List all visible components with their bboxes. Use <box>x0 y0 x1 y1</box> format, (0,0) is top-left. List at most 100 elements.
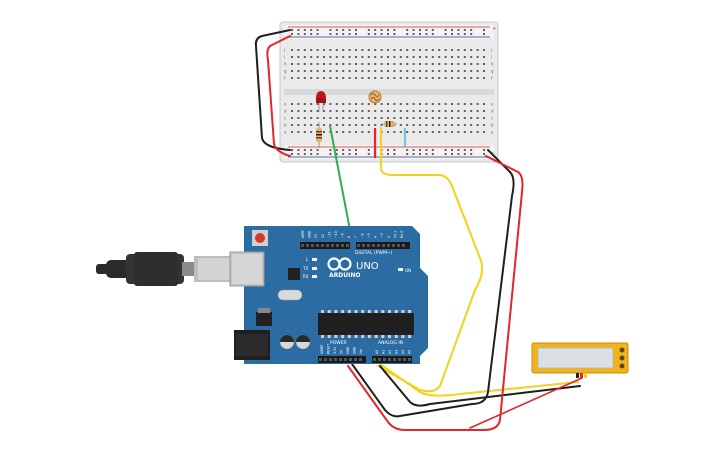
header-pin-hole[interactable] <box>373 358 376 361</box>
breadboard-hole[interactable] <box>425 110 428 112</box>
breadboard-hole[interactable] <box>483 117 485 119</box>
breadboard-hole[interactable] <box>303 49 306 51</box>
breadboard-hole[interactable] <box>393 117 396 119</box>
breadboard-hole[interactable] <box>342 49 345 51</box>
breadboard-hole[interactable] <box>457 103 460 105</box>
rail-hole[interactable] <box>310 29 313 31</box>
breadboard-hole[interactable] <box>387 56 389 58</box>
rail-hole[interactable] <box>425 149 428 151</box>
header-pin-hole[interactable] <box>372 244 375 247</box>
breadboard-hole[interactable] <box>406 63 409 65</box>
breadboard-hole[interactable] <box>399 124 402 126</box>
breadboard-hole[interactable] <box>399 63 402 65</box>
breadboard-hole[interactable] <box>387 117 389 119</box>
rail-hole[interactable] <box>444 149 447 151</box>
rail-hole[interactable] <box>374 33 377 35</box>
rail-hole[interactable] <box>348 29 351 31</box>
breadboard-hole[interactable] <box>412 56 415 58</box>
breadboard-hole[interactable] <box>374 103 377 105</box>
rail-hole[interactable] <box>329 149 332 151</box>
header-pin-hole[interactable] <box>383 358 386 361</box>
rail-hole[interactable] <box>406 153 409 155</box>
breadboard-hole[interactable] <box>380 56 383 58</box>
breadboard-hole[interactable] <box>310 110 313 112</box>
breadboard-hole[interactable] <box>463 103 466 105</box>
breadboard-hole[interactable] <box>380 70 383 72</box>
rail-hole[interactable] <box>335 149 338 151</box>
breadboard-hole[interactable] <box>310 131 313 133</box>
breadboard-hole[interactable] <box>457 56 460 58</box>
breadboard-hole[interactable] <box>310 49 313 51</box>
header-pin-hole[interactable] <box>349 358 352 361</box>
resistor-led[interactable] <box>316 122 322 148</box>
breadboard-hole[interactable] <box>470 63 473 65</box>
rail-hole[interactable] <box>297 149 300 151</box>
breadboard-hole[interactable] <box>361 117 364 119</box>
breadboard-hole[interactable] <box>438 63 441 65</box>
breadboard-hole[interactable] <box>316 56 319 58</box>
reset-button[interactable] <box>252 230 268 246</box>
breadboard-hole[interactable] <box>419 49 421 51</box>
wire-red-left-rail[interactable] <box>266 35 291 157</box>
rail-hole[interactable] <box>406 149 409 151</box>
breadboard-hole[interactable] <box>367 103 370 105</box>
breadboard-hole[interactable] <box>419 110 421 112</box>
breadboard-hole[interactable] <box>291 117 293 119</box>
breadboard-hole[interactable] <box>457 49 460 51</box>
rail-hole[interactable] <box>355 29 357 31</box>
breadboard-hole[interactable] <box>425 124 428 126</box>
breadboard-hole[interactable] <box>348 56 351 58</box>
breadboard-hole[interactable] <box>476 56 479 58</box>
header-pin-hole[interactable] <box>377 244 380 247</box>
rail-hole[interactable] <box>342 29 345 31</box>
breadboard-hole[interactable] <box>412 49 415 51</box>
breadboard-hole[interactable] <box>476 131 479 133</box>
header-pin-hole[interactable] <box>316 244 319 247</box>
breadboard-hole[interactable] <box>444 124 447 126</box>
breadboard-hole[interactable] <box>470 124 473 126</box>
breadboard-hole[interactable] <box>419 70 421 72</box>
breadboard-hole[interactable] <box>431 56 434 58</box>
header-pin-hole[interactable] <box>354 358 357 361</box>
rail-hole[interactable] <box>451 153 453 155</box>
header-pin-hole[interactable] <box>339 358 342 361</box>
rail-hole[interactable] <box>457 29 460 31</box>
rail-hole[interactable] <box>425 33 428 35</box>
breadboard-hole[interactable] <box>297 63 300 65</box>
header-pin-hole[interactable] <box>329 358 332 361</box>
rail-hole[interactable] <box>342 149 345 151</box>
rail-hole[interactable] <box>316 29 319 31</box>
rail-hole[interactable] <box>457 149 460 151</box>
breadboard-hole[interactable] <box>329 77 332 79</box>
breadboard-hole[interactable] <box>335 131 338 133</box>
breadboard-hole[interactable] <box>303 131 306 133</box>
rail-hole[interactable] <box>431 153 434 155</box>
breadboard-hole[interactable] <box>361 63 364 65</box>
rail-hole[interactable] <box>470 153 473 155</box>
rail-hole[interactable] <box>297 153 300 155</box>
breadboard-hole[interactable] <box>412 124 415 126</box>
breadboard-hole[interactable] <box>393 56 396 58</box>
breadboard-hole[interactable] <box>355 131 357 133</box>
breadboard-hole[interactable] <box>329 117 332 119</box>
rail-hole[interactable] <box>387 153 389 155</box>
breadboard-hole[interactable] <box>444 110 447 112</box>
breadboard-hole[interactable] <box>451 77 453 79</box>
breadboard-hole[interactable] <box>457 77 460 79</box>
breadboard-hole[interactable] <box>355 103 357 105</box>
breadboard-hole[interactable] <box>335 70 338 72</box>
breadboard-hole[interactable] <box>399 117 402 119</box>
rail-hole[interactable] <box>393 29 396 31</box>
breadboard-hole[interactable] <box>431 77 434 79</box>
breadboard-hole[interactable] <box>374 117 377 119</box>
rail-hole[interactable] <box>406 33 409 35</box>
breadboard-hole[interactable] <box>335 77 338 79</box>
breadboard-hole[interactable] <box>316 110 319 112</box>
breadboard-hole[interactable] <box>451 63 453 65</box>
wire-red-lcd[interactable] <box>469 377 583 429</box>
breadboard-hole[interactable] <box>393 77 396 79</box>
header-pin-hole[interactable] <box>359 358 362 361</box>
breadboard-hole[interactable] <box>329 49 332 51</box>
header-pin-hole[interactable] <box>408 358 411 361</box>
rail-hole[interactable] <box>316 153 319 155</box>
